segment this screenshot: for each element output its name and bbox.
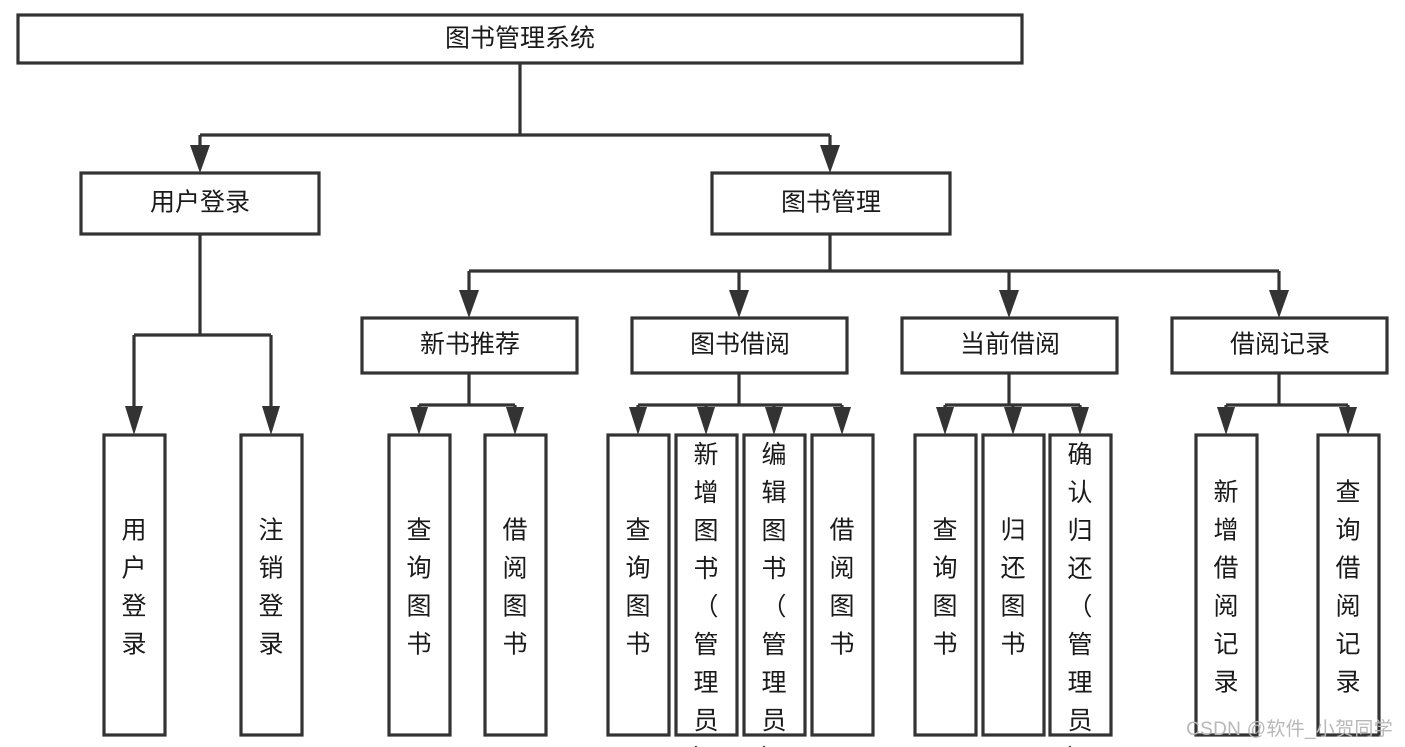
node-leaf-query-book-1-label: 查询图书 — [406, 517, 431, 659]
arrow-head-leaf-query-book-2 — [629, 407, 647, 435]
connector-group-root — [190, 63, 840, 173]
arrow-head-new-book-rec — [459, 290, 479, 318]
node-leaf-logout[interactable]: 注销登录 — [239, 433, 304, 737]
arrow-head-leaf-logout — [262, 406, 280, 435]
node-leaf-edit-book-label: 编辑图书（管理员） — [761, 441, 786, 747]
connector-group-current-borrow — [936, 373, 1089, 435]
node-user-login-box[interactable] — [79, 171, 321, 236]
arrow-head-leaf-add-book — [697, 407, 715, 435]
node-leaf-add-record[interactable]: 新增借阅记录 — [1194, 433, 1259, 737]
arrow-head-leaf-query-book-1 — [410, 407, 428, 435]
connector-group-new-book-rec — [410, 373, 524, 435]
node-new-book-rec[interactable]: 新书推荐 — [360, 316, 579, 375]
node-leaf-query-book-1-box[interactable] — [387, 433, 452, 737]
node-leaf-logout-box[interactable] — [239, 433, 304, 737]
arrow-head-leaf-borrow-book-2 — [833, 407, 851, 435]
node-leaf-query-record[interactable]: 查询借阅记录 — [1316, 433, 1381, 737]
node-new-book-rec-box[interactable] — [360, 316, 579, 375]
node-root[interactable]: 图书管理系统 — [16, 13, 1024, 65]
node-leaf-borrow-book-1-box[interactable] — [483, 433, 548, 737]
arrow-head-leaf-add-record — [1217, 407, 1235, 435]
node-leaf-confirm-return-box[interactable] — [1048, 433, 1113, 737]
node-leaf-borrow-book-1-label: 借阅图书 — [502, 517, 527, 659]
node-current-borrow[interactable]: 当前借阅 — [900, 316, 1119, 375]
node-book-borrow-box[interactable] — [630, 316, 849, 375]
arrow-head-leaf-confirm-return — [1071, 407, 1089, 435]
node-leaf-query-book-1[interactable]: 查询图书 — [387, 433, 452, 737]
arrow-head-current-borrow — [999, 290, 1019, 318]
node-book-borrow-label: 图书借阅 — [690, 331, 790, 359]
node-leaf-return-book[interactable]: 归还图书 — [981, 433, 1046, 737]
connector-group-borrow-record — [1217, 373, 1357, 435]
arrow-head-leaf-return-book — [1004, 407, 1022, 435]
arrow-head-leaf-edit-book — [765, 407, 783, 435]
node-leaf-user-login-label: 用户登录 — [121, 517, 146, 659]
node-leaf-confirm-return-label: 确认归还（管理员） — [1067, 441, 1092, 747]
connector-group-book-manage — [459, 234, 1289, 318]
node-leaf-confirm-return[interactable]: 确认归还（管理员） — [1048, 433, 1113, 747]
node-user-login[interactable]: 用户登录 — [79, 171, 321, 236]
node-leaf-borrow-book-1[interactable]: 借阅图书 — [483, 433, 548, 737]
node-current-borrow-box[interactable] — [900, 316, 1119, 375]
arrow-head-leaf-user-login — [125, 406, 143, 435]
node-borrow-record[interactable]: 借阅记录 — [1170, 316, 1389, 375]
node-leaf-logout-label: 注销登录 — [258, 517, 283, 659]
node-borrow-record-box[interactable] — [1170, 316, 1389, 375]
node-leaf-query-record-label: 查询借阅记录 — [1335, 479, 1360, 697]
node-leaf-query-book-2-box[interactable] — [606, 433, 671, 737]
node-leaf-borrow-book-2-label: 借阅图书 — [829, 517, 854, 659]
node-leaf-user-login-box[interactable] — [102, 433, 167, 737]
arrow-head-borrow-record — [1269, 290, 1289, 318]
node-leaf-return-book-box[interactable] — [981, 433, 1046, 737]
arrow-head-leaf-query-record — [1339, 407, 1357, 435]
node-user-login-label: 用户登录 — [150, 189, 250, 217]
node-root-box[interactable] — [16, 13, 1024, 65]
node-leaf-add-book-box[interactable] — [674, 433, 739, 737]
connector-group-user-login — [125, 234, 280, 435]
node-leaf-add-book-label: 新增图书（管理员） — [693, 441, 718, 747]
node-leaf-borrow-book-2-box[interactable] — [810, 433, 875, 737]
node-book-borrow[interactable]: 图书借阅 — [630, 316, 849, 375]
node-leaf-add-record-box[interactable] — [1194, 433, 1259, 737]
node-leaf-query-book-3-label: 查询图书 — [932, 517, 957, 659]
arrow-head-book-manage — [820, 145, 840, 173]
node-leaf-query-book-3[interactable]: 查询图书 — [913, 433, 978, 737]
node-leaf-edit-book-box[interactable] — [742, 433, 807, 737]
node-leaf-return-book-label: 归还图书 — [1000, 517, 1025, 659]
node-book-manage-box[interactable] — [710, 171, 952, 236]
node-current-borrow-label: 当前借阅 — [960, 331, 1060, 359]
node-leaf-add-book[interactable]: 新增图书（管理员） — [674, 433, 739, 747]
arrow-head-leaf-query-book-3 — [936, 407, 954, 435]
arrow-head-user-login — [190, 145, 210, 173]
node-leaf-query-book-3-box[interactable] — [913, 433, 978, 737]
node-leaf-add-record-label: 新增借阅记录 — [1213, 479, 1238, 697]
node-leaf-query-book-2-label: 查询图书 — [625, 517, 650, 659]
node-book-manage-label: 图书管理 — [781, 189, 881, 217]
node-leaf-query-book-2[interactable]: 查询图书 — [606, 433, 671, 737]
node-leaf-borrow-book-2[interactable]: 借阅图书 — [810, 433, 875, 737]
node-new-book-rec-label: 新书推荐 — [420, 331, 520, 359]
node-leaf-edit-book[interactable]: 编辑图书（管理员） — [742, 433, 807, 747]
arrow-head-book-borrow — [729, 290, 749, 318]
node-book-manage[interactable]: 图书管理 — [710, 171, 952, 236]
node-leaf-user-login[interactable]: 用户登录 — [102, 433, 167, 737]
connector-group-book-borrow — [629, 373, 851, 435]
node-root-label: 图书管理系统 — [445, 25, 595, 53]
node-leaf-query-record-box[interactable] — [1316, 433, 1381, 737]
node-borrow-record-label: 借阅记录 — [1230, 331, 1330, 359]
csdn-watermark: CSDN @软件_小贺同学 — [1186, 719, 1393, 740]
arrow-head-leaf-borrow-book-1 — [506, 407, 524, 435]
